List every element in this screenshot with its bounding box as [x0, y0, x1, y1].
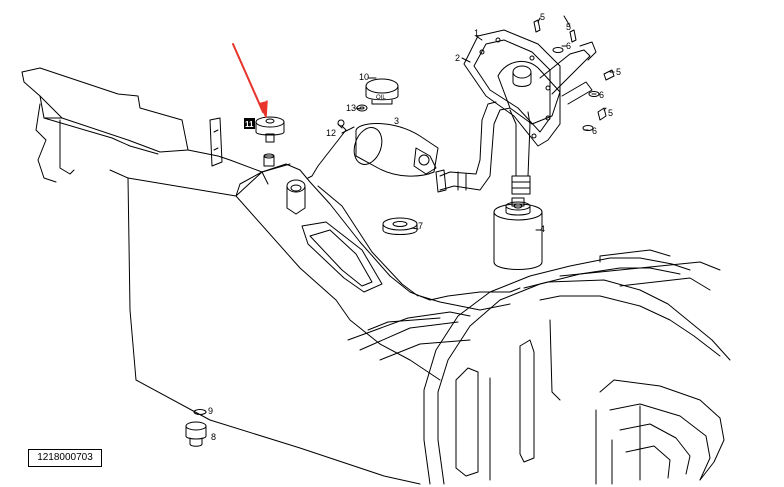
manifold-block-item-1 — [497, 41, 597, 125]
breather-cap-item-11 — [255, 116, 285, 167]
callout-10: 10 — [359, 72, 369, 82]
callout-9: 9 — [208, 406, 213, 416]
leader-lines — [341, 15, 615, 231]
rear-fender — [423, 249, 731, 485]
filler-cap-item-10 — [365, 78, 399, 105]
callout-13: 13 — [346, 103, 356, 113]
highlight-arrow — [232, 43, 268, 118]
callout-3: 3 — [394, 116, 399, 126]
callout-1: 1 — [474, 28, 479, 38]
callout-4: 4 — [540, 224, 545, 234]
manifold-plate-item-2 — [463, 29, 561, 147]
callout-5-mid: 5 — [616, 67, 621, 77]
mount-bracket — [209, 117, 223, 167]
seal-ring-item-7 — [382, 217, 418, 235]
callout-11-box — [244, 118, 255, 129]
o-ring-item-13 — [356, 104, 368, 112]
return-pipe — [509, 109, 531, 195]
callout-6-mid: 6 — [599, 90, 604, 100]
drawing-reference-number: 1218000703 — [28, 449, 102, 467]
callout-8: 8 — [211, 432, 216, 442]
cap-marking: OIL — [376, 95, 386, 101]
callout-12: 12 — [326, 128, 336, 138]
suction-hose — [435, 101, 511, 193]
callout-5-upper: 5 — [566, 22, 571, 32]
filter-item-3 — [353, 123, 439, 177]
filler-neck — [286, 179, 306, 215]
callout-5-top: 5 — [540, 12, 545, 22]
screw-set-item-5 — [533, 19, 615, 121]
callout-11: 11 — [245, 120, 254, 129]
chassis-frame — [21, 67, 521, 485]
drain-plug-item-8 — [185, 421, 207, 447]
callout-7: 7 — [418, 221, 423, 231]
callout-labels: 1 2 3 4 5 5 5 5 6 6 6 7 8 9 10 11 12 13 … — [208, 12, 621, 442]
callout-2: 2 — [455, 53, 460, 63]
filter-element-item-4 — [493, 197, 543, 270]
callout-6-low: 6 — [592, 126, 597, 136]
washer-item-9 — [193, 409, 207, 415]
callout-5-low: 5 — [608, 108, 613, 118]
callout-6-top: 6 — [566, 41, 571, 51]
dipstick-item-12 — [307, 119, 347, 179]
